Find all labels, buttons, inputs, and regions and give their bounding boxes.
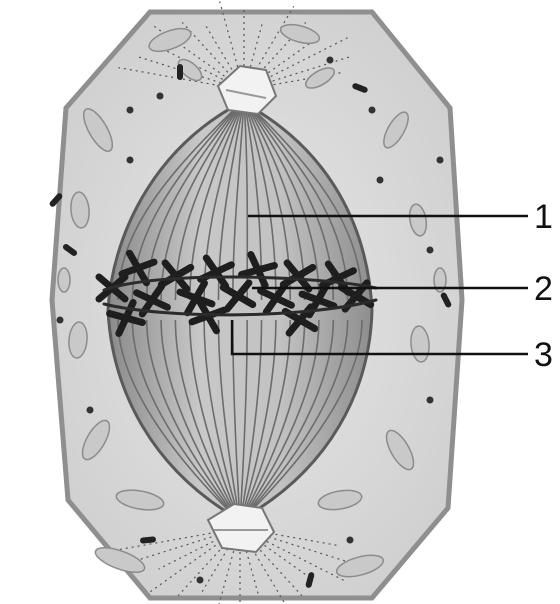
vesicle: [87, 407, 94, 414]
label-2: 2: [534, 270, 553, 308]
vesicle: [57, 317, 64, 324]
vesicle: [127, 157, 134, 164]
vesicle: [327, 57, 334, 64]
vesicle: [369, 107, 376, 114]
vesicle: [347, 537, 354, 544]
vesicle: [197, 577, 204, 584]
vesicle: [427, 247, 434, 254]
vesicle: [127, 107, 134, 114]
label-3: 3: [534, 336, 553, 374]
vesicle: [177, 64, 183, 80]
vesicle: [157, 93, 164, 100]
vesicle: [437, 157, 444, 164]
label-1: 1: [534, 198, 553, 236]
vesicle: [427, 397, 434, 404]
vesicle: [377, 177, 384, 184]
mitochondrion: [58, 268, 70, 292]
